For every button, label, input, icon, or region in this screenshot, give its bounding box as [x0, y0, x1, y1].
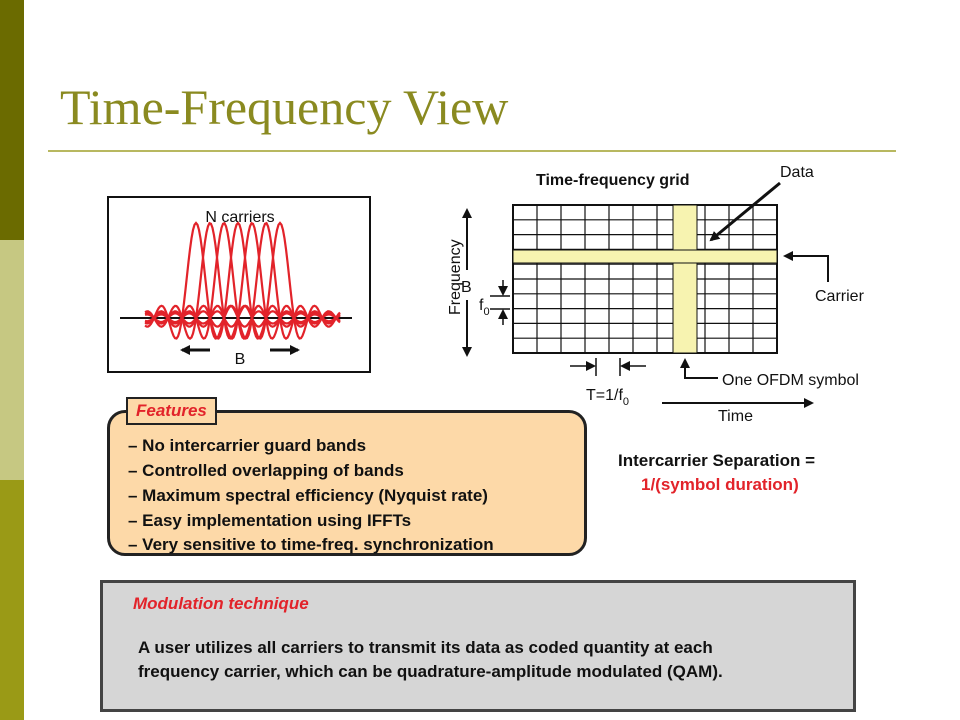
carrier-waves: [144, 221, 341, 340]
time-label: Time: [718, 408, 753, 425]
separation-label: Intercarrier Separation =: [618, 451, 816, 470]
feature-item: – Very sensitive to time-freq. synchroni…: [128, 535, 494, 554]
slide-title: Time-Frequency View: [60, 79, 509, 135]
grid-bandwidth-label: B: [461, 279, 472, 296]
features-box: [107, 410, 587, 556]
feature-item: – No intercarrier guard bands: [128, 436, 367, 455]
ofdm-symbol-column: [672, 204, 698, 354]
modulation-heading: Modulation technique: [133, 594, 309, 613]
f0-label: f0: [479, 297, 490, 318]
modulation-text-line: A user utilizes all carriers to transmit…: [138, 638, 713, 657]
data-arrow: [709, 181, 781, 242]
carrier-label: Carrier: [815, 288, 865, 305]
feature-item: – Maximum spectral efficiency (Nyquist r…: [128, 486, 488, 505]
bandwidth-label: B: [235, 351, 246, 368]
accent-bar-bottom: [0, 480, 24, 720]
grid-title: Time-frequency grid: [536, 172, 690, 189]
accent-bar-top: [0, 0, 24, 240]
features-heading: Features: [126, 397, 217, 425]
ofdm-symbol-label: One OFDM symbol: [722, 372, 859, 389]
feature-item: – Controlled overlapping of bands: [128, 461, 404, 480]
frequency-axis-label: Frequency: [447, 239, 464, 315]
title-divider: [48, 150, 896, 152]
modulation-text-line: frequency carrier, which can be quadratu…: [138, 662, 723, 681]
ofdm-symbol-arrow: [680, 358, 718, 379]
data-label: Data: [780, 164, 814, 181]
time-frequency-grid: Time-frequency grid Data Carrier One OFD…: [447, 164, 865, 425]
carriers-label: N carriers: [205, 209, 274, 226]
modulation-box: [100, 580, 856, 712]
period-label: T=1/f0: [586, 387, 629, 408]
accent-bar-middle: [0, 240, 24, 480]
carrier-arrow: [783, 251, 829, 282]
separation-value: 1/(symbol duration): [641, 475, 799, 494]
carriers-diagram: N carriers B: [107, 196, 371, 373]
carrier-row: [512, 249, 778, 264]
carrier-wave: [144, 221, 341, 340]
feature-item: – Easy implementation using IFFTs: [128, 511, 412, 530]
